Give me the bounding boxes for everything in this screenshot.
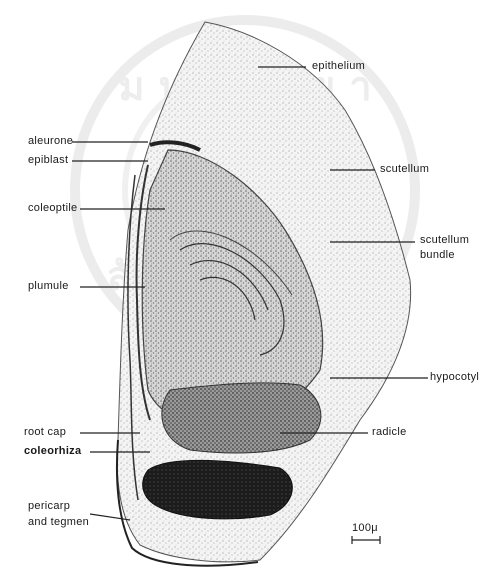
label-pericarp-2: and tegmen — [28, 516, 89, 529]
label-coleorhiza: coleorhiza — [24, 445, 81, 458]
label-coleoptile: coleoptile — [28, 202, 77, 215]
coleorhiza-mass — [143, 460, 293, 519]
radicle-region — [162, 383, 321, 453]
label-root-cap: root cap — [24, 426, 66, 439]
scale-bar-label: 100μ — [352, 522, 378, 535]
label-pericarp-1: pericarp — [28, 500, 70, 513]
label-hypocotyl: hypocotyl — [430, 371, 479, 384]
label-epithelium: epithelium — [312, 60, 365, 73]
label-aleurone: aleurone — [28, 135, 73, 148]
label-radicle: radicle — [372, 426, 407, 439]
label-scutellum-bundle-2: bundle — [420, 249, 455, 262]
label-scutellum: scutellum — [380, 163, 429, 176]
label-plumule: plumule — [28, 280, 69, 293]
label-epiblast: epiblast — [28, 154, 68, 167]
label-scutellum-bundle-1: scutellum — [420, 234, 469, 247]
